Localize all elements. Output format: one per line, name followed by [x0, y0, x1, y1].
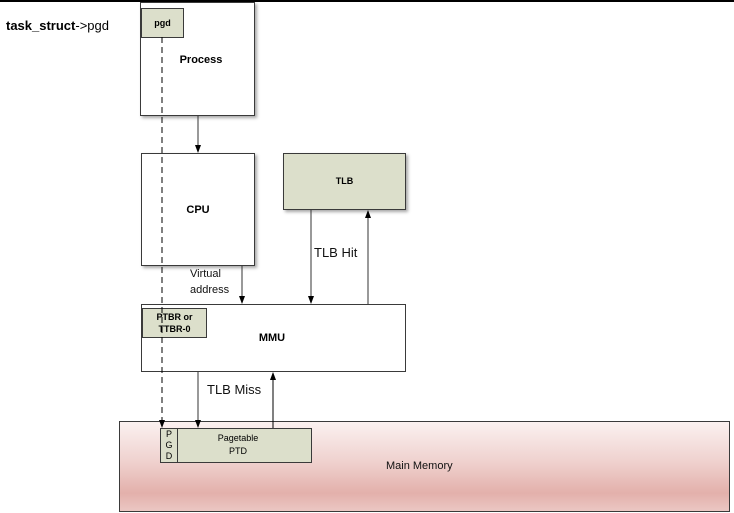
virtual-address-label-line2: address	[190, 284, 230, 296]
main-memory-label: Main Memory	[386, 460, 453, 472]
ptbr-label-line1: PTBR or	[156, 312, 193, 322]
cpu-label: CPU	[186, 204, 210, 216]
heading-field: ->pgd	[75, 18, 109, 33]
ptbr-label-line2: TTBR-0	[158, 324, 191, 334]
virtual-address-label-line1: Virtual	[190, 268, 221, 280]
pgd-column-box: P G D	[160, 428, 178, 463]
process-label: Process	[179, 54, 223, 66]
pgd-letter-g: G	[165, 440, 173, 450]
pgd-letter-p: P	[165, 429, 172, 439]
page-table-label-line1: Pagetable	[217, 433, 259, 443]
tlb-miss-label: TLB Miss	[207, 382, 262, 397]
mmu-box: PTBR or TTBR-0 MMU	[141, 304, 406, 372]
page-table-label-line2: PTD	[229, 446, 247, 456]
tlb-hit-label: TLB Hit	[314, 245, 358, 260]
mmu-label: MMU	[258, 332, 286, 344]
heading-struct-name: task_struct	[6, 18, 76, 33]
pgd-field-label: pgd	[154, 18, 171, 28]
pgd-field-box: pgd	[141, 8, 184, 38]
tlb-label: TLB	[335, 176, 354, 186]
diagram-heading: task_struct->pgd	[6, 18, 109, 33]
pgd-letter-d: D	[165, 451, 173, 461]
cpu-box: CPU	[141, 153, 255, 266]
process-box: pgd Process	[140, 2, 255, 116]
tlb-box: TLB	[283, 153, 406, 210]
page-table-box: Pagetable PTD	[177, 428, 312, 463]
top-border-line	[0, 0, 734, 2]
ptbr-register-box: PTBR or TTBR-0	[142, 308, 207, 338]
